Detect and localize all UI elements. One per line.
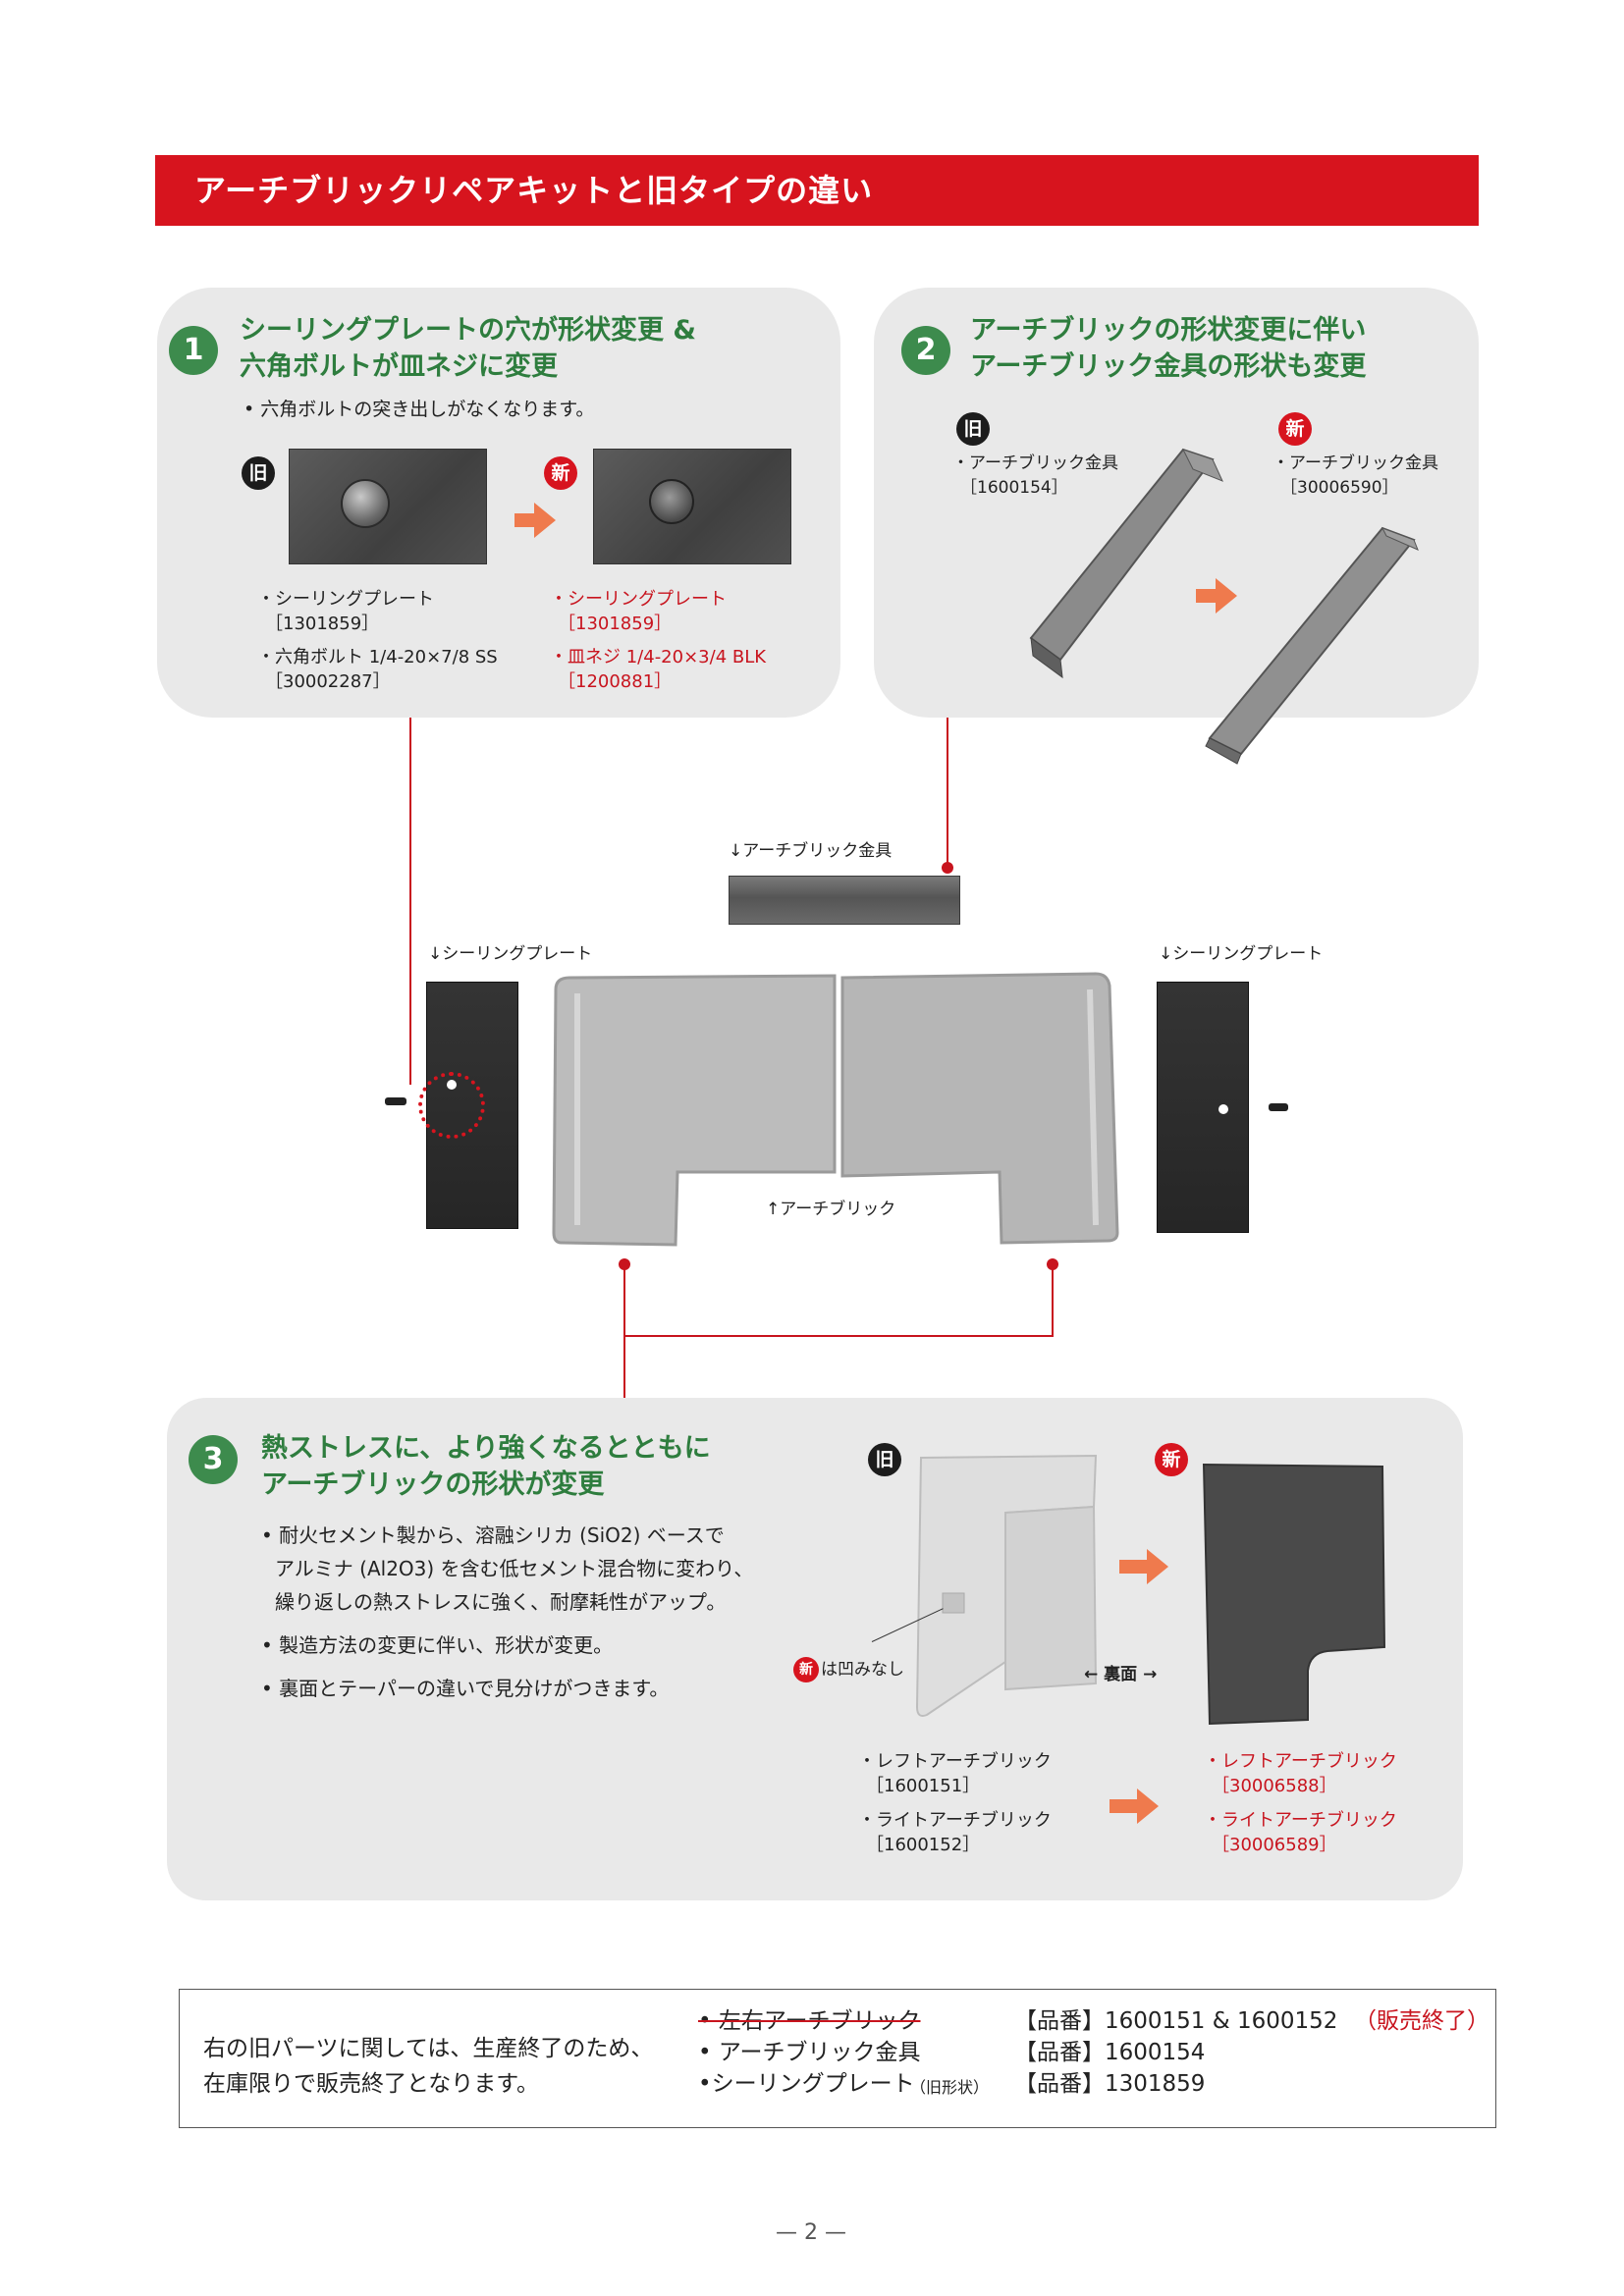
panel1-title-line2: 六角ボルトが皿ネジに変更 <box>240 351 558 382</box>
old-brick-1-name: ・レフトアーチブリック <box>858 1751 1052 1772</box>
section-header: アーチブリックリペアキットと旧タイプの違い <box>155 155 1479 226</box>
new-item-1-name: ・シーリングプレート <box>550 589 727 610</box>
seal-right-label: ↓シーリングプレート <box>1159 944 1324 964</box>
new-bracket-photo <box>1205 526 1419 765</box>
hex-bolt-icon <box>341 479 390 528</box>
step-number-1: 1 <box>169 326 218 375</box>
old-item-1-code: ［1301859］ <box>265 614 380 634</box>
panel2-title-line1: アーチブリックの形状変更に伴い <box>970 315 1367 346</box>
panel3-bullet-1: • 耐火セメント製から、溶融シリカ (SiO2) ベースで <box>261 1523 725 1547</box>
highlight-circle <box>418 1072 485 1139</box>
screw-icon <box>385 1097 406 1105</box>
notice-item-2-code: 【品番】1600154 <box>1014 2040 1206 2065</box>
discontinued-notice: 右の旧パーツに関しては、生産終了のため、 在庫限りで販売終了となります。 • 左… <box>179 1989 1496 2128</box>
panel1-bullet: • 六角ボルトの突き出しがなくなります。 <box>244 399 595 420</box>
notice-line2: 在庫限りで販売終了となります。 <box>203 2071 540 2097</box>
old-brick-2-name: ・ライトアーチブリック <box>858 1810 1052 1831</box>
new-tag-small: 新 <box>793 1657 819 1682</box>
back-label: ← 裏面 → <box>1084 1665 1158 1684</box>
old-brick-1-code: ［1600151］ <box>866 1776 981 1796</box>
old-brick-2-code: ［1600152］ <box>866 1835 981 1855</box>
right-arrow-icon <box>1216 578 1237 614</box>
bracket-photo <box>729 876 960 925</box>
brick-label: ↑アーチブリック <box>766 1200 896 1219</box>
section-title: アーチブリックリペアキットと旧タイプの違い <box>194 172 874 209</box>
new-brick-photo <box>1202 1463 1386 1726</box>
panel3-bullet-2: • 製造方法の変更に伴い、形状が変更。 <box>261 1633 614 1657</box>
old-bracket-photo <box>1029 448 1223 679</box>
new-tag: 新 <box>1155 1443 1188 1476</box>
old-bracket-code: ［1600154］ <box>960 478 1068 498</box>
panel3-bullet-3: • 裏面とテーパーの違いで見分けがつきます。 <box>261 1677 670 1700</box>
right-arrow-icon <box>1137 1789 1159 1824</box>
panel3-bullet-1-cont2: 繰り返しの熱ストレスに強く、耐摩耗性がアップ。 <box>275 1590 727 1614</box>
panel3-title-line2: アーチブリックの形状が変更 <box>261 1469 605 1500</box>
new-item-2-code: ［1200881］ <box>558 671 673 692</box>
connector-line <box>947 718 948 865</box>
notice-item-3-code: 【品番】1301859 <box>1014 2071 1206 2097</box>
connector-line <box>623 1335 1054 1337</box>
old-bolt-photo <box>289 449 487 564</box>
old-item-2-name: ・六角ボルト 1/4-20×7/8 SS <box>257 647 498 667</box>
new-screw-photo <box>593 449 791 564</box>
new-brick-2-code: ［30006589］ <box>1212 1835 1337 1855</box>
panel1-title-line1: シーリングプレートの穴が形状変更 & <box>240 315 696 346</box>
arrow-stem <box>1196 589 1218 603</box>
arch-brick-photo <box>552 972 1119 1247</box>
notice-item-1-name: • 左右アーチブリック <box>698 2008 921 2034</box>
new-tag: 新 <box>1278 412 1312 446</box>
right-arrow-icon <box>1147 1549 1168 1584</box>
panel3-bullet-1-cont: アルミナ (Al2O3) を含む低セメント混合物に変わり、 <box>275 1557 754 1580</box>
arrow-stem <box>514 513 536 527</box>
bracket-label: ↓アーチブリック金具 <box>729 841 893 861</box>
new-item-1-code: ［1301859］ <box>558 614 673 634</box>
panel2-title-line2: アーチブリック金具の形状も変更 <box>970 351 1367 382</box>
seal-left-label: ↓シーリングプレート <box>428 944 593 964</box>
new-brick-2-name: ・ライトアーチブリック <box>1204 1810 1397 1831</box>
dent-note: は凹みなし <box>821 1660 904 1680</box>
connector-dot <box>942 862 953 874</box>
notice-item-3-name: •シーリングプレート <box>698 2071 915 2097</box>
new-bracket-code: ［30006590］ <box>1280 478 1399 498</box>
right-arrow-icon <box>534 503 556 538</box>
arrow-stem <box>1119 1560 1149 1574</box>
new-tag: 新 <box>544 456 577 490</box>
old-item-2-code: ［30002287］ <box>265 671 391 692</box>
notice-item-1-code: 【品番】1600151 & 1600152 <box>1014 2008 1338 2034</box>
screw-icon <box>1269 1103 1288 1111</box>
step-number-2: 2 <box>901 326 950 375</box>
page-number: — 2 — <box>776 2220 846 2245</box>
notice-line1: 右の旧パーツに関しては、生産終了のため、 <box>203 2036 654 2061</box>
old-tag: 旧 <box>956 412 990 446</box>
connector-line <box>409 718 411 1085</box>
notice-item-2-name: • アーチブリック金具 <box>698 2040 921 2065</box>
old-brick-photo <box>915 1454 1098 1717</box>
right-sealing-plate <box>1157 982 1249 1233</box>
connector-line <box>1052 1264 1054 1337</box>
flat-screw-icon <box>649 479 694 524</box>
notice-item-3-note: （旧形状） <box>910 2078 990 2097</box>
arrow-stem <box>1110 1799 1139 1813</box>
connector-line <box>623 1264 625 1398</box>
new-brick-1-code: ［30006588］ <box>1212 1776 1337 1796</box>
panel3-title-line1: 熱ストレスに、より強くなるとともに <box>261 1433 711 1464</box>
new-bracket-name: ・アーチブリック金具 <box>1272 454 1438 473</box>
screw-hole-icon <box>1218 1104 1228 1114</box>
new-brick-1-name: ・レフトアーチブリック <box>1204 1751 1397 1772</box>
step-number-3: 3 <box>189 1435 238 1484</box>
old-item-1-name: ・シーリングプレート <box>257 589 434 610</box>
notice-item-1-status: （販売終了） <box>1354 2008 1489 2034</box>
old-tag: 旧 <box>868 1443 901 1476</box>
old-tag: 旧 <box>242 456 275 490</box>
old-bracket-name: ・アーチブリック金具 <box>952 454 1118 473</box>
new-item-2-name: ・皿ネジ 1/4-20×3/4 BLK <box>550 647 767 667</box>
